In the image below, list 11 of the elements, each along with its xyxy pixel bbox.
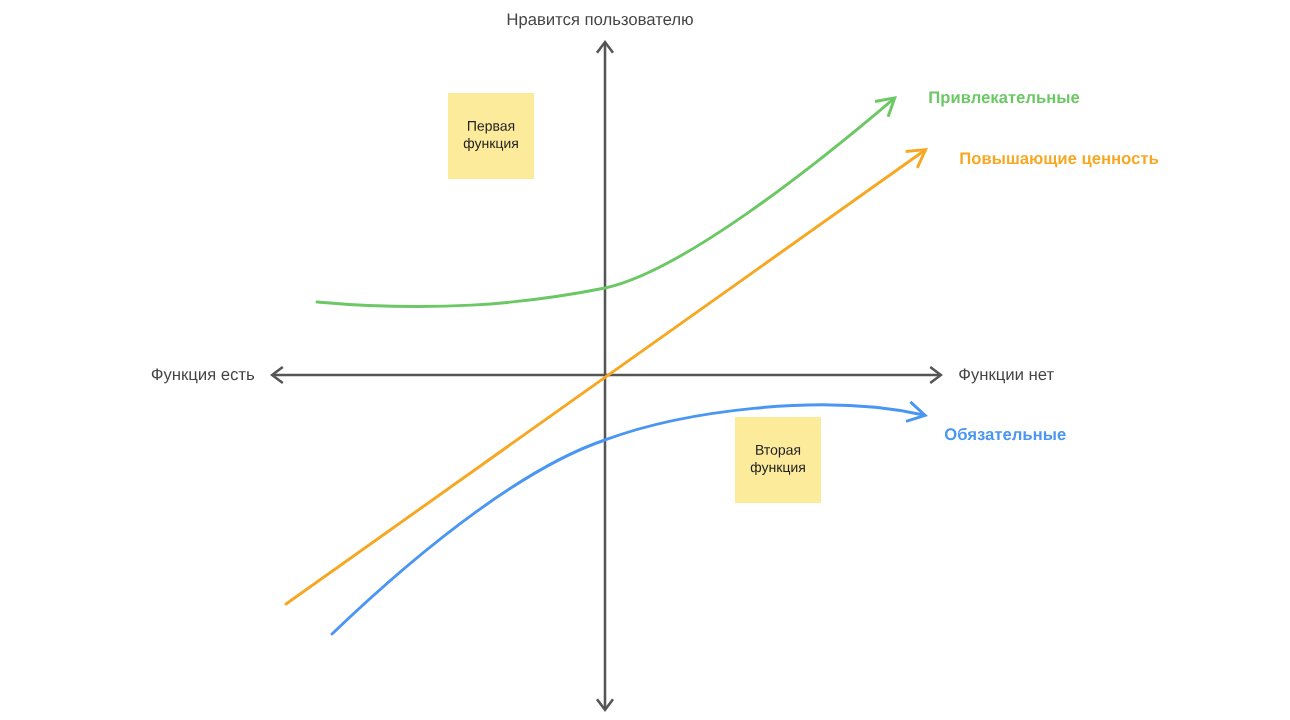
curve-arrow <box>330 400 928 636</box>
curve-label: Привлекательные <box>929 91 1080 107</box>
curve-arrow <box>284 147 928 606</box>
axis-label: Функции нет <box>959 368 1054 384</box>
sticky-note: Вторая функция <box>735 417 821 503</box>
sticky-note: Первая функция <box>448 93 534 179</box>
axis-label: Функция есть <box>151 368 255 384</box>
axis-label: Нравится пользователю <box>507 13 693 29</box>
curve-arrow <box>315 96 897 309</box>
curve-label: Обязательные <box>944 427 1066 441</box>
curve-label: Повышающие ценность <box>960 152 1159 168</box>
